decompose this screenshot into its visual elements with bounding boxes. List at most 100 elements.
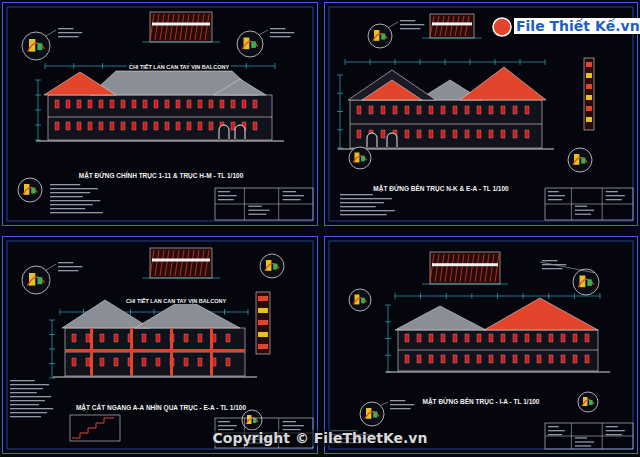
section-beam	[65, 349, 245, 352]
note-text-bar	[340, 210, 395, 211]
note-text-bar	[270, 36, 290, 37]
window	[429, 334, 433, 342]
drawing-line	[430, 16, 434, 36]
window	[187, 122, 191, 130]
window	[501, 130, 505, 138]
detail-part	[37, 43, 42, 50]
note-text-bar	[606, 199, 622, 200]
window	[525, 106, 529, 114]
drawing-line	[160, 14, 164, 40]
detail-part	[578, 279, 594, 287]
detail-part	[23, 188, 37, 195]
drawing-line	[385, 305, 391, 306]
window	[477, 334, 481, 342]
note-text-bar	[10, 392, 37, 393]
note-text-bar	[606, 191, 618, 192]
note-text-bar	[606, 426, 618, 427]
drawing-line	[175, 250, 179, 276]
window	[369, 106, 373, 114]
window	[209, 122, 213, 130]
window	[72, 358, 76, 366]
drawing-line	[175, 14, 179, 40]
detail-part	[251, 41, 256, 48]
window	[525, 334, 529, 342]
detail-part	[586, 84, 592, 89]
window	[561, 334, 565, 342]
drawing-line	[460, 16, 464, 36]
detail-part	[258, 344, 268, 349]
detail-part	[28, 277, 45, 285]
window	[242, 100, 246, 108]
window	[198, 122, 202, 130]
window	[198, 334, 202, 342]
drawing-line	[205, 250, 209, 276]
drawing-line	[422, 284, 508, 285]
drawing-line	[345, 59, 346, 65]
window	[55, 122, 59, 130]
drawing-line	[73, 63, 74, 69]
detail-part	[586, 117, 592, 122]
roof-shape	[362, 80, 422, 100]
title-block	[545, 423, 633, 449]
note-text-bar	[548, 430, 565, 431]
note-text-bar	[10, 388, 43, 389]
drawing-line	[545, 436, 633, 437]
drawing-line	[170, 250, 174, 276]
window	[110, 100, 114, 108]
note-text-bar	[283, 191, 296, 192]
roof-shape	[214, 79, 266, 95]
window	[453, 355, 457, 363]
drawing-line	[49, 349, 55, 350]
drawing-title: MẶT CẮT NGANG A-A NHÌN QUA TRỤC - E-A - …	[74, 404, 248, 411]
drawing-line	[337, 148, 343, 149]
drawing-line	[46, 30, 56, 36]
window	[429, 355, 433, 363]
window	[561, 355, 565, 363]
drawing-line	[35, 140, 41, 141]
window	[489, 106, 493, 114]
detail-caption: CHI TIẾT LAN CAN TAY VỊN BALCONY	[127, 64, 231, 70]
window	[156, 358, 160, 366]
note-text-bar	[548, 434, 562, 435]
drawing-line	[275, 63, 276, 69]
drawing-line	[430, 254, 434, 282]
drawing-line	[154, 309, 155, 315]
detail-part	[586, 73, 592, 78]
window	[77, 100, 81, 108]
drawing-line	[150, 250, 154, 276]
detail-bar	[152, 259, 210, 262]
drawing-line	[49, 363, 55, 364]
drawing-line	[185, 14, 189, 40]
note-text-bar	[58, 28, 73, 29]
window	[176, 100, 180, 108]
detail-part	[246, 418, 258, 424]
window	[405, 130, 409, 138]
drawing-line	[35, 125, 41, 126]
drawing-sheet: CHI TIẾT LAN CAN TAY VỊN BALCONYMẶT ĐỨNG…	[2, 2, 318, 226]
note-text-bar	[283, 421, 296, 422]
drawing-line	[440, 254, 444, 282]
window	[198, 100, 202, 108]
drawing-line	[337, 129, 343, 130]
note-text-bar	[283, 195, 304, 196]
detail-part	[373, 34, 387, 41]
detail-part	[365, 412, 379, 419]
window	[525, 355, 529, 363]
note-text-bar	[575, 445, 591, 446]
note-text-bar	[10, 380, 35, 381]
sheet-inner-frame	[329, 241, 633, 449]
note-text-bar	[283, 199, 301, 200]
window	[585, 355, 589, 363]
note-text-bar	[390, 400, 405, 401]
window	[226, 358, 230, 366]
drawing-line	[385, 338, 391, 339]
drawing-line	[450, 254, 454, 282]
window	[537, 334, 541, 342]
window	[86, 334, 90, 342]
drawing-line	[420, 293, 421, 299]
note-text-bar	[50, 200, 100, 201]
roof-shape	[395, 306, 486, 330]
note-text-bar	[390, 404, 414, 405]
detail-part	[258, 308, 268, 313]
window	[156, 334, 160, 342]
